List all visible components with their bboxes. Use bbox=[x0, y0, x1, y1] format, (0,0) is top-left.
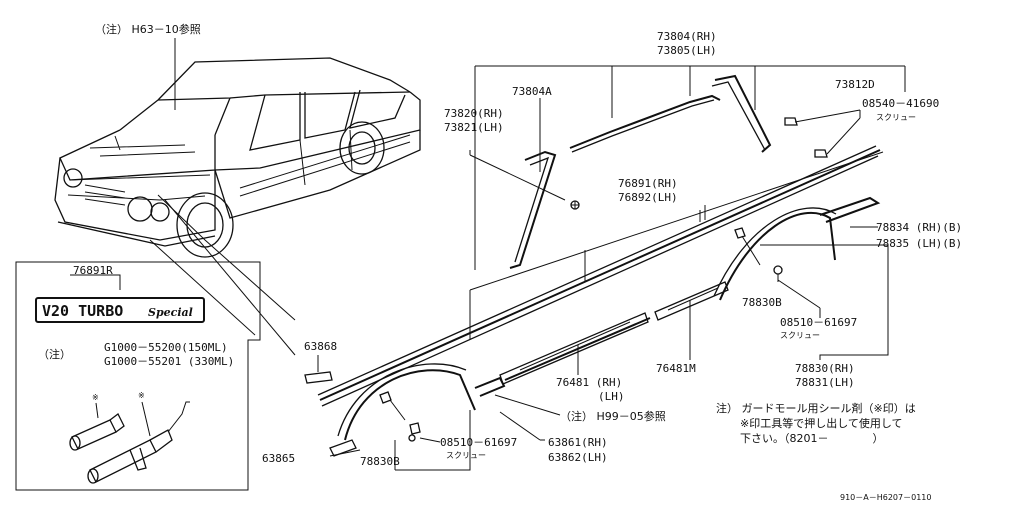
label-73805: 73805(LH) bbox=[657, 44, 717, 57]
part-labels: 73804(RH) 73805(LH) 73804A 73812D 08540－… bbox=[73, 30, 962, 468]
label-ref-h99: （注） H99－05参照 bbox=[560, 409, 666, 423]
emblem-badge: V20 TURBO Special bbox=[35, 297, 205, 323]
roof-drip-moulding bbox=[469, 65, 906, 270]
label-73820: 73820(RH) bbox=[444, 107, 504, 120]
label-73821: 73821(LH) bbox=[444, 121, 504, 134]
car-illustration bbox=[54, 38, 421, 258]
label-76891: 76891(RH) bbox=[618, 177, 678, 190]
label-73812D: 73812D bbox=[835, 78, 875, 91]
label-78835: 78835 (LH)(B) bbox=[876, 237, 962, 250]
label-63868: 63868 bbox=[304, 340, 337, 353]
rear-wheel-arch bbox=[713, 196, 889, 360]
label-73804: 73804(RH) bbox=[657, 30, 717, 43]
label-screw-a: スクリュー bbox=[876, 113, 916, 122]
footnote-line-2: ※印工具等で押し出して使用して bbox=[740, 416, 903, 430]
footnote-line-3: 下さい。（8201－ ） bbox=[740, 432, 884, 445]
label-76891R: 76891R bbox=[73, 264, 113, 277]
applicator-tool-icon: ※ bbox=[87, 391, 190, 484]
front-wheel-arch bbox=[329, 363, 561, 471]
emblem-main-text: V20 TURBO bbox=[42, 302, 123, 320]
label-78830B-b: 78830B bbox=[360, 455, 400, 468]
sealant-note-box: （注） G1000－55200(150ML) G1000－55201 (330M… bbox=[15, 261, 261, 491]
label-76481: 76481 (RH) bbox=[556, 376, 622, 389]
svg-text:※: ※ bbox=[92, 393, 99, 402]
label-63865: 63865 bbox=[262, 452, 295, 465]
sealant-part-2: G1000－55201 (330ML) bbox=[104, 355, 234, 368]
note-box-border bbox=[15, 261, 261, 491]
label-78830B-a: 78830B bbox=[742, 296, 782, 309]
label-73804A: 73804A bbox=[512, 85, 552, 98]
footnote: 注） ガードモール用シール剤（※印）は ※印工具等で押し出して使用して 下さい。… bbox=[716, 401, 916, 445]
label-78831: 78831(LH) bbox=[795, 376, 855, 389]
label-63861: 63861(RH) bbox=[548, 436, 608, 449]
label-78830: 78830(RH) bbox=[795, 362, 855, 375]
door-side-moulding bbox=[317, 145, 884, 407]
label-76481-lh: (LH) bbox=[598, 390, 625, 403]
sealant-part-1: G1000－55200(150ML) bbox=[104, 341, 228, 354]
sealant-tube-icon: ※ bbox=[69, 393, 125, 451]
note-mark: （注） bbox=[38, 347, 71, 361]
drawing-code: 910－A－H6207－0110 bbox=[840, 493, 931, 502]
label-08510-b: 08510－61697 bbox=[440, 436, 517, 449]
label-76481M: 76481M bbox=[656, 362, 696, 375]
emblem-sub-text: Special bbox=[148, 306, 193, 319]
label-63862: 63862(LH) bbox=[548, 451, 608, 464]
footnote-line-1: 注） ガードモール用シール剤（※印）は bbox=[716, 401, 916, 415]
label-08540: 08540－41690 bbox=[862, 97, 939, 110]
svg-text:※: ※ bbox=[138, 391, 145, 400]
label-08510-a: 08510－61697 bbox=[780, 316, 857, 329]
emblem-outline bbox=[35, 297, 205, 323]
label-76892: 76892(LH) bbox=[618, 191, 678, 204]
label-screw-c: スクリュー bbox=[446, 451, 486, 460]
label-screw-b: スクリュー bbox=[780, 331, 820, 340]
leader-lines bbox=[70, 194, 333, 384]
label-78834: 78834 (RH)(B) bbox=[876, 221, 962, 234]
header-note: （注） H63－10参照 bbox=[95, 22, 201, 36]
